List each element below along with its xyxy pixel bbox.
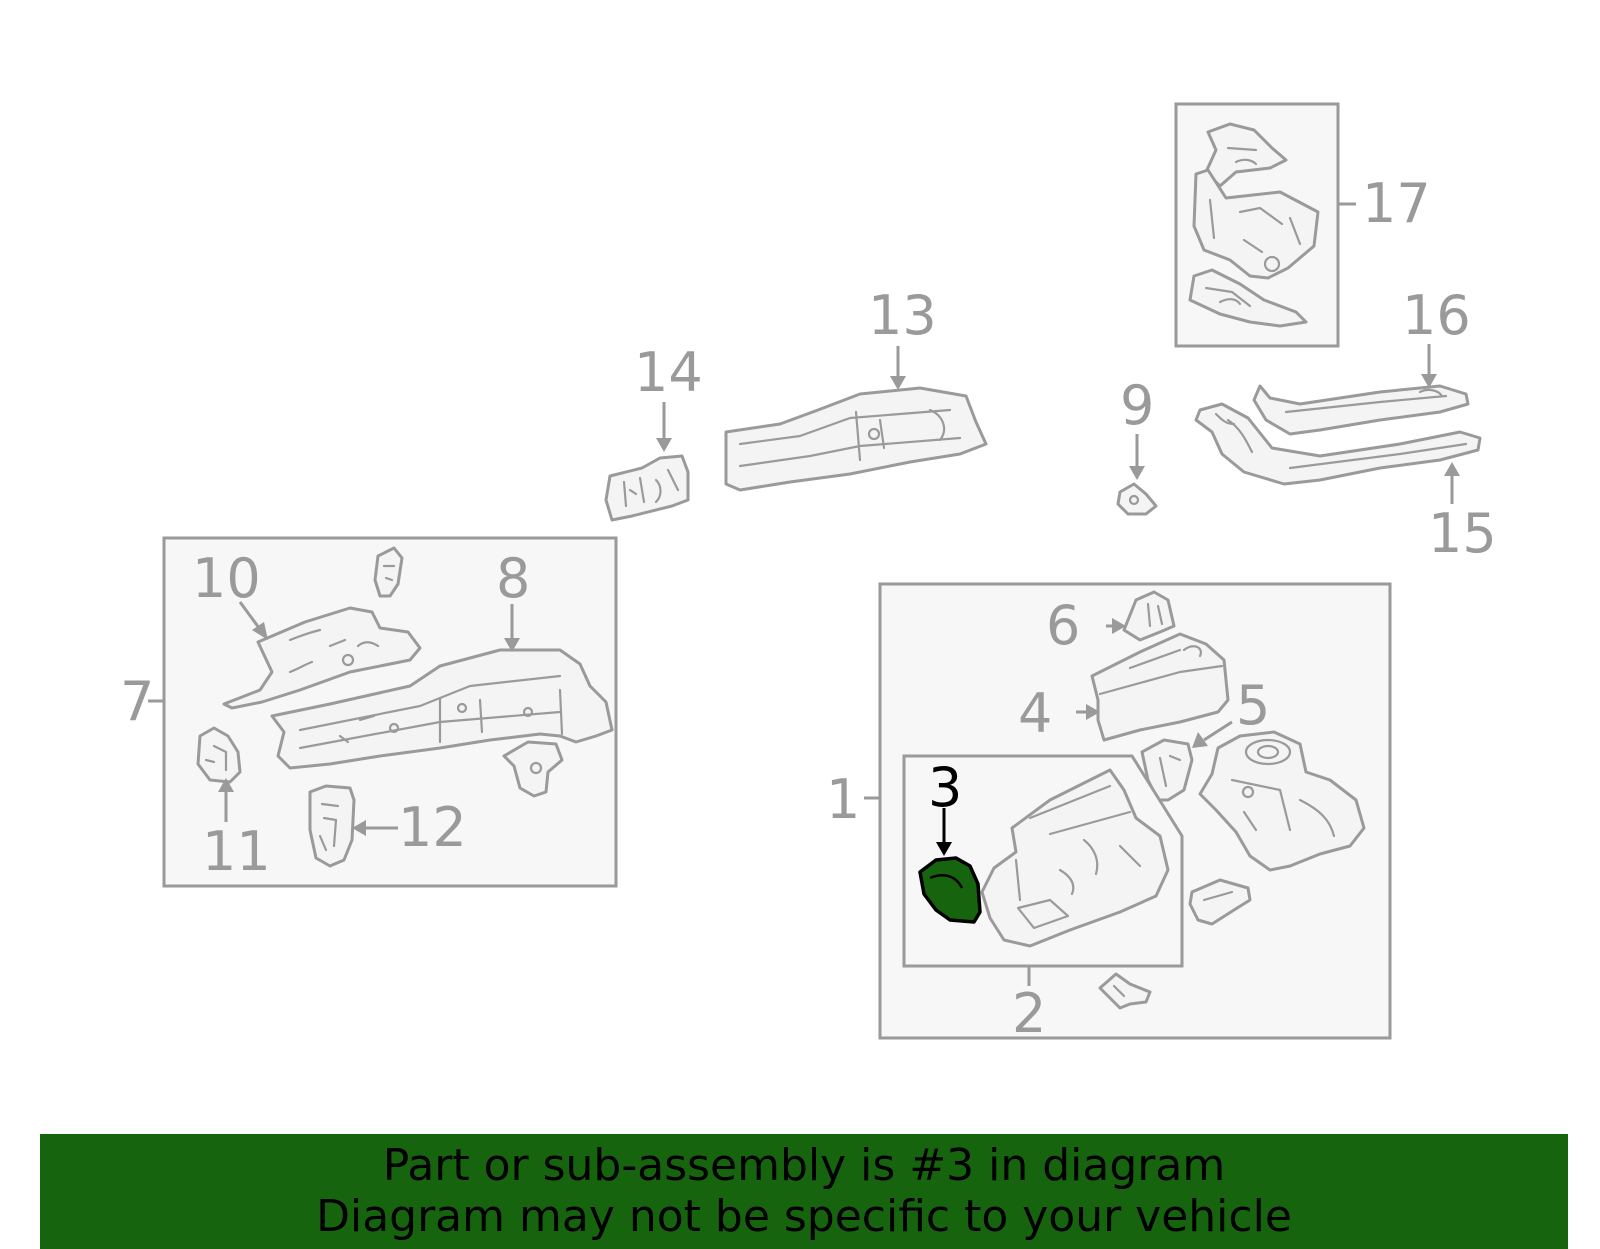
info-banner: Part or sub-assembly is #3 in diagram Di… bbox=[40, 1134, 1568, 1249]
small-bracket-right[interactable] bbox=[1188, 878, 1252, 926]
part-17-top[interactable] bbox=[1204, 122, 1288, 188]
callout-12[interactable]: 12 bbox=[398, 796, 467, 859]
part-16-rail[interactable] bbox=[1252, 384, 1470, 436]
callout-13[interactable]: 13 bbox=[868, 284, 937, 347]
callout-14[interactable]: 14 bbox=[634, 341, 703, 404]
callout-2[interactable]: 2 bbox=[1012, 982, 1046, 1045]
small-bracket-top[interactable] bbox=[373, 546, 404, 598]
callout-10[interactable]: 10 bbox=[192, 547, 261, 610]
small-gusset[interactable] bbox=[502, 740, 564, 798]
callout-17[interactable]: 17 bbox=[1362, 172, 1431, 235]
small-clip-bottom[interactable] bbox=[1098, 972, 1152, 1010]
part-17-middle[interactable] bbox=[1192, 168, 1320, 280]
part-12-plate[interactable] bbox=[308, 784, 356, 868]
part-14-bracket[interactable] bbox=[604, 454, 690, 522]
callout-16[interactable]: 16 bbox=[1402, 284, 1471, 347]
callout-11[interactable]: 11 bbox=[202, 820, 271, 883]
banner-line-1: Part or sub-assembly is #3 in diagram bbox=[382, 1140, 1226, 1191]
part-13-rail[interactable] bbox=[724, 386, 988, 492]
part-6-bracket[interactable] bbox=[1122, 590, 1176, 642]
part-8-frame-rail[interactable] bbox=[270, 648, 614, 770]
callout-5[interactable]: 5 bbox=[1236, 674, 1270, 737]
group-box-7: 7 10 8 bbox=[120, 536, 618, 888]
callout-8[interactable]: 8 bbox=[496, 547, 530, 610]
callout-4[interactable]: 4 bbox=[1018, 682, 1052, 745]
part-15-rail[interactable] bbox=[1194, 402, 1482, 486]
callout-9[interactable]: 9 bbox=[1120, 374, 1154, 437]
callout-6[interactable]: 6 bbox=[1046, 594, 1080, 657]
wheel-housing-panel[interactable] bbox=[980, 768, 1170, 948]
part-4-panel[interactable] bbox=[1090, 632, 1230, 742]
callout-7[interactable]: 7 bbox=[120, 670, 154, 733]
callout-15[interactable]: 15 bbox=[1428, 502, 1497, 565]
part-9-clip[interactable] bbox=[1116, 482, 1158, 516]
part-11-mount[interactable] bbox=[196, 726, 242, 784]
group-box-17: 17 bbox=[1174, 102, 1431, 348]
group-box-2: 2 3 bbox=[902, 754, 1184, 1045]
banner-line-2: Diagram may not be specific to your vehi… bbox=[316, 1191, 1292, 1242]
part-3-highlighted[interactable] bbox=[918, 856, 982, 924]
callout-3[interactable]: 3 bbox=[928, 756, 962, 819]
part-17-bottom[interactable] bbox=[1188, 268, 1308, 328]
part-10-bracket[interactable] bbox=[222, 606, 422, 710]
group-box-1: 1 6 4 5 bbox=[826, 582, 1392, 1045]
strut-tower-assembly[interactable] bbox=[1198, 730, 1366, 872]
callout-1[interactable]: 1 bbox=[826, 768, 860, 831]
